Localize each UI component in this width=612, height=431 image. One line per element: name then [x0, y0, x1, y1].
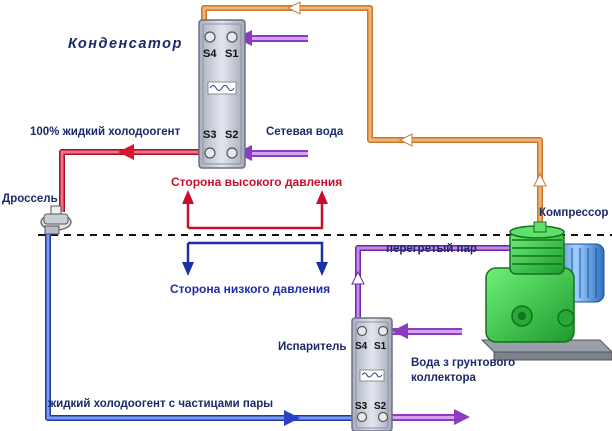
compressor-label: Компрессор	[539, 207, 609, 219]
evaporator-port-s2: S2	[374, 401, 387, 412]
condenser-port-s2: S2	[225, 129, 238, 141]
condenser-water-pipes	[236, 30, 308, 161]
high-pressure-arrow-left	[182, 190, 194, 204]
high-pressure-label: Сторона высокого давления	[171, 175, 343, 189]
compressor	[480, 221, 612, 361]
suction-flow-arrow	[351, 270, 365, 285]
evaporator-port-s3: S3	[355, 401, 368, 412]
suction-pipe	[355, 245, 520, 326]
low-pressure-arrow-left	[182, 262, 194, 276]
condenser-label: Конденсатор	[68, 36, 183, 52]
throttle-label: Дроссель	[2, 193, 58, 205]
low-pressure-bracket	[186, 241, 324, 268]
liquid-vapor-label: жидкий холодоогент с частицами пары	[48, 398, 274, 410]
ground-water-label-line2: коллектора	[411, 372, 476, 384]
cold-pipe	[45, 230, 362, 421]
liquid-100-label: 100% жидкий холодоогент	[30, 126, 181, 138]
condenser-exchanger	[198, 19, 246, 169]
evaporator-port-s1: S1	[374, 341, 387, 352]
throttle-valve	[40, 205, 72, 235]
condenser-port-s4: S4	[203, 48, 217, 60]
high-pressure-bracket	[186, 198, 324, 230]
superheated-vapor-label: перегретый пар	[386, 243, 477, 255]
evaporator-water-pipes	[388, 323, 470, 425]
evaporator-exchanger	[351, 317, 393, 431]
high-pressure-arrow-right	[316, 190, 328, 204]
liquid-pipe	[59, 149, 208, 212]
evaporator-port-s4: S4	[355, 341, 368, 352]
condenser-port-s3: S3	[203, 129, 216, 141]
network-water-label: Сетевая вода	[266, 126, 344, 138]
discharge-pipe	[201, 5, 543, 232]
low-pressure-arrow-right	[316, 262, 328, 276]
discharge-flow-arrows	[286, 1, 547, 187]
evaporator-label: Испаритель	[278, 341, 347, 353]
condenser-port-s1: S1	[225, 48, 238, 60]
ground-water-label-line1: Вода з грунтового	[411, 357, 516, 369]
liquid-flow-arrow	[118, 144, 134, 160]
cold-flow-arrow	[284, 410, 300, 426]
low-pressure-label: Сторона низкого давления	[170, 282, 331, 296]
